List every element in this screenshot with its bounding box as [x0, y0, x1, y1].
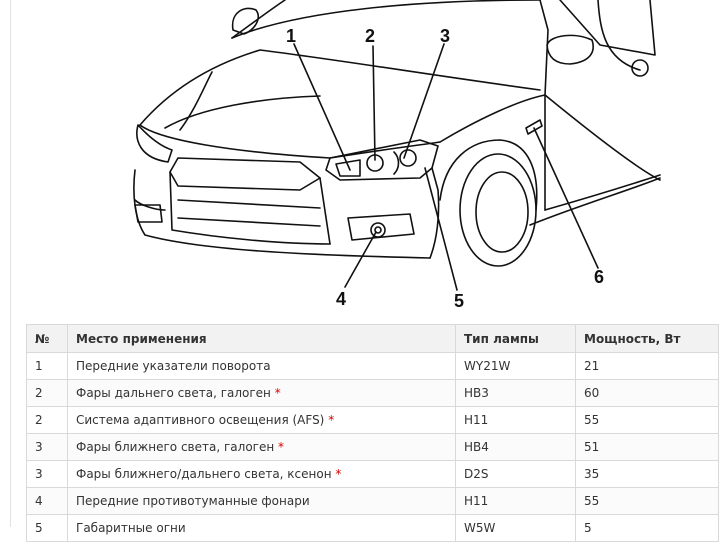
cell-lamp: H11 [455, 487, 576, 515]
cell-lamp: H11 [455, 406, 576, 434]
callout-4: 4 [336, 289, 347, 309]
cell-place: Фары ближнего света, галоген * [67, 433, 456, 461]
table-row: 3 Фары ближнего света, галоген * HB4 51 [26, 433, 719, 461]
cell-number: 5 [26, 514, 68, 542]
cell-lamp: HB3 [455, 379, 576, 407]
cell-lamp: W5W [455, 514, 576, 542]
car-front-diagram: 1 2 3 4 5 6 [133, 0, 661, 311]
cell-place: Передние противотуманные фонари [67, 487, 456, 515]
cell-lamp: D2S [455, 460, 576, 488]
table-row: 2 Фары дальнего света, галоген * HB3 60 [26, 379, 719, 407]
cell-power: 60 [575, 379, 719, 407]
table-row: 1 Передние указатели поворота WY21W 21 [26, 352, 719, 380]
required-mark: * [278, 440, 285, 454]
callout-5: 5 [454, 291, 465, 311]
cell-number: 1 [26, 352, 68, 380]
header-number: № [26, 324, 68, 353]
cell-place: Фары ближнего/дальнего света, ксенон * [67, 460, 456, 488]
table-row: 3 Фары ближнего/дальнего света, ксенон *… [26, 460, 719, 488]
header-power: Мощность, Вт [575, 324, 719, 353]
table-header-row: № Место применения Тип лампы Мощность, В… [26, 324, 719, 353]
car-line-drawing [133, 0, 661, 291]
cell-power: 5 [575, 514, 719, 542]
cell-number: 2 [26, 406, 68, 434]
header-place: Место применения [67, 324, 456, 353]
required-mark: * [328, 413, 335, 427]
header-lamp-type: Тип лампы [455, 324, 576, 353]
table-row: 5 Габаритные огни W5W 5 [26, 514, 719, 542]
callout-2: 2 [365, 26, 376, 46]
required-mark: * [335, 467, 342, 481]
place-text: Фары дальнего света, галоген [76, 386, 271, 400]
cell-power: 21 [575, 352, 719, 380]
place-text: Габаритные огни [76, 521, 186, 535]
callout-1: 1 [286, 26, 297, 46]
cell-number: 3 [26, 433, 68, 461]
cell-power: 35 [575, 460, 719, 488]
place-text: Фары ближнего/дальнего света, ксенон [76, 467, 332, 481]
place-text: Передние указатели поворота [76, 359, 271, 373]
place-text: Фары ближнего света, галоген [76, 440, 275, 454]
lamp-spec-table: № Место применения Тип лампы Мощность, В… [26, 324, 719, 542]
cell-place: Система адаптивного освещения (AFS) * [67, 406, 456, 434]
table-row: 2 Система адаптивного освещения (AFS) * … [26, 406, 719, 434]
required-mark: * [274, 386, 281, 400]
place-text: Система адаптивного освещения (AFS) [76, 413, 325, 427]
cell-power: 55 [575, 406, 719, 434]
cell-power: 55 [575, 487, 719, 515]
cell-number: 4 [26, 487, 68, 515]
cell-place: Фары дальнего света, галоген * [67, 379, 456, 407]
place-text: Передние противотуманные фонари [76, 494, 310, 508]
table-row: 4 Передние противотуманные фонари H11 55 [26, 487, 719, 515]
cell-number: 3 [26, 460, 68, 488]
cell-power: 51 [575, 433, 719, 461]
cell-lamp: HB4 [455, 433, 576, 461]
cell-place: Передние указатели поворота [67, 352, 456, 380]
callout-3: 3 [440, 26, 451, 46]
page-left-border [10, 0, 11, 527]
cell-lamp: WY21W [455, 352, 576, 380]
callout-6: 6 [594, 267, 605, 287]
cell-place: Габаритные огни [67, 514, 456, 542]
cell-number: 2 [26, 379, 68, 407]
